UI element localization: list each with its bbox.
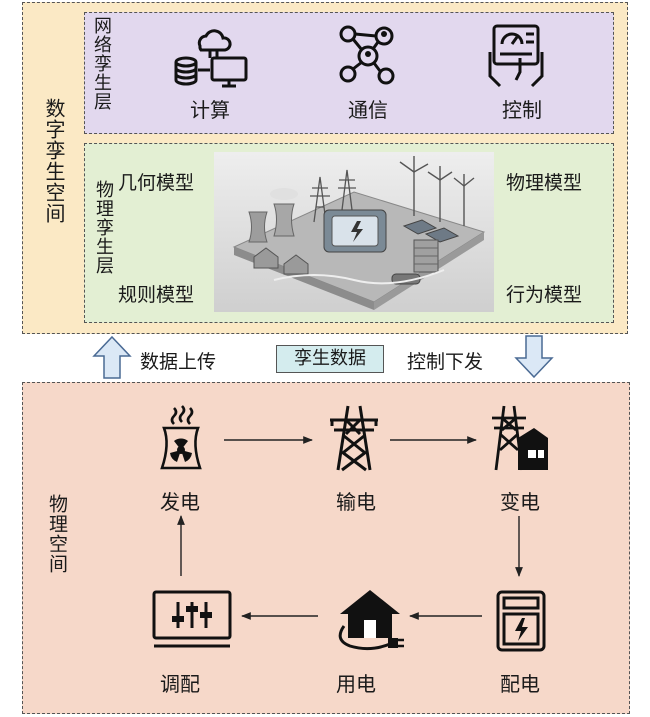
dispatch-label: 调配 bbox=[160, 672, 200, 696]
digital-space-title: 数字孪生空间 bbox=[42, 98, 66, 224]
transmission-tower-icon bbox=[330, 405, 378, 472]
distribution-box-icon bbox=[496, 590, 546, 652]
upload-arrow bbox=[92, 335, 132, 379]
computing-label: 计算 bbox=[190, 98, 230, 122]
home-power-icon bbox=[338, 590, 404, 651]
network-layer-title: 网络孪生层 bbox=[91, 16, 112, 111]
transmission-label: 输电 bbox=[336, 490, 376, 514]
control-label: 控制 bbox=[502, 98, 542, 122]
smart-grid-city-illustration bbox=[214, 152, 494, 312]
physical-layer-title: 物理孪生层 bbox=[93, 180, 114, 275]
download-arrow bbox=[514, 335, 554, 379]
cloud-computing-icon bbox=[174, 29, 248, 88]
distribution-label: 配电 bbox=[500, 672, 540, 696]
network-twin-layer bbox=[84, 12, 614, 134]
twin-data-badge: 孪生数据 bbox=[276, 345, 384, 373]
substation-icon bbox=[492, 405, 548, 471]
geometry-model-label: 几何模型 bbox=[118, 172, 195, 194]
communication-label: 通信 bbox=[348, 98, 388, 122]
physical-space-title: 物理空间 bbox=[46, 494, 68, 574]
control-download-label: 控制下发 bbox=[407, 351, 484, 373]
generation-label: 发电 bbox=[160, 490, 200, 514]
physics-model-label: 物理模型 bbox=[506, 172, 583, 194]
dispatch-monitor-icon bbox=[152, 590, 232, 648]
consumption-label: 用电 bbox=[336, 672, 376, 696]
rule-model-label: 规则模型 bbox=[118, 284, 195, 306]
control-tablet-icon bbox=[488, 24, 544, 88]
power-plant-icon bbox=[160, 405, 202, 470]
network-nodes-icon bbox=[339, 25, 395, 85]
behavior-model-label: 行为模型 bbox=[506, 284, 583, 306]
data-upload-label: 数据上传 bbox=[140, 351, 217, 373]
transformation-label: 变电 bbox=[500, 490, 540, 514]
